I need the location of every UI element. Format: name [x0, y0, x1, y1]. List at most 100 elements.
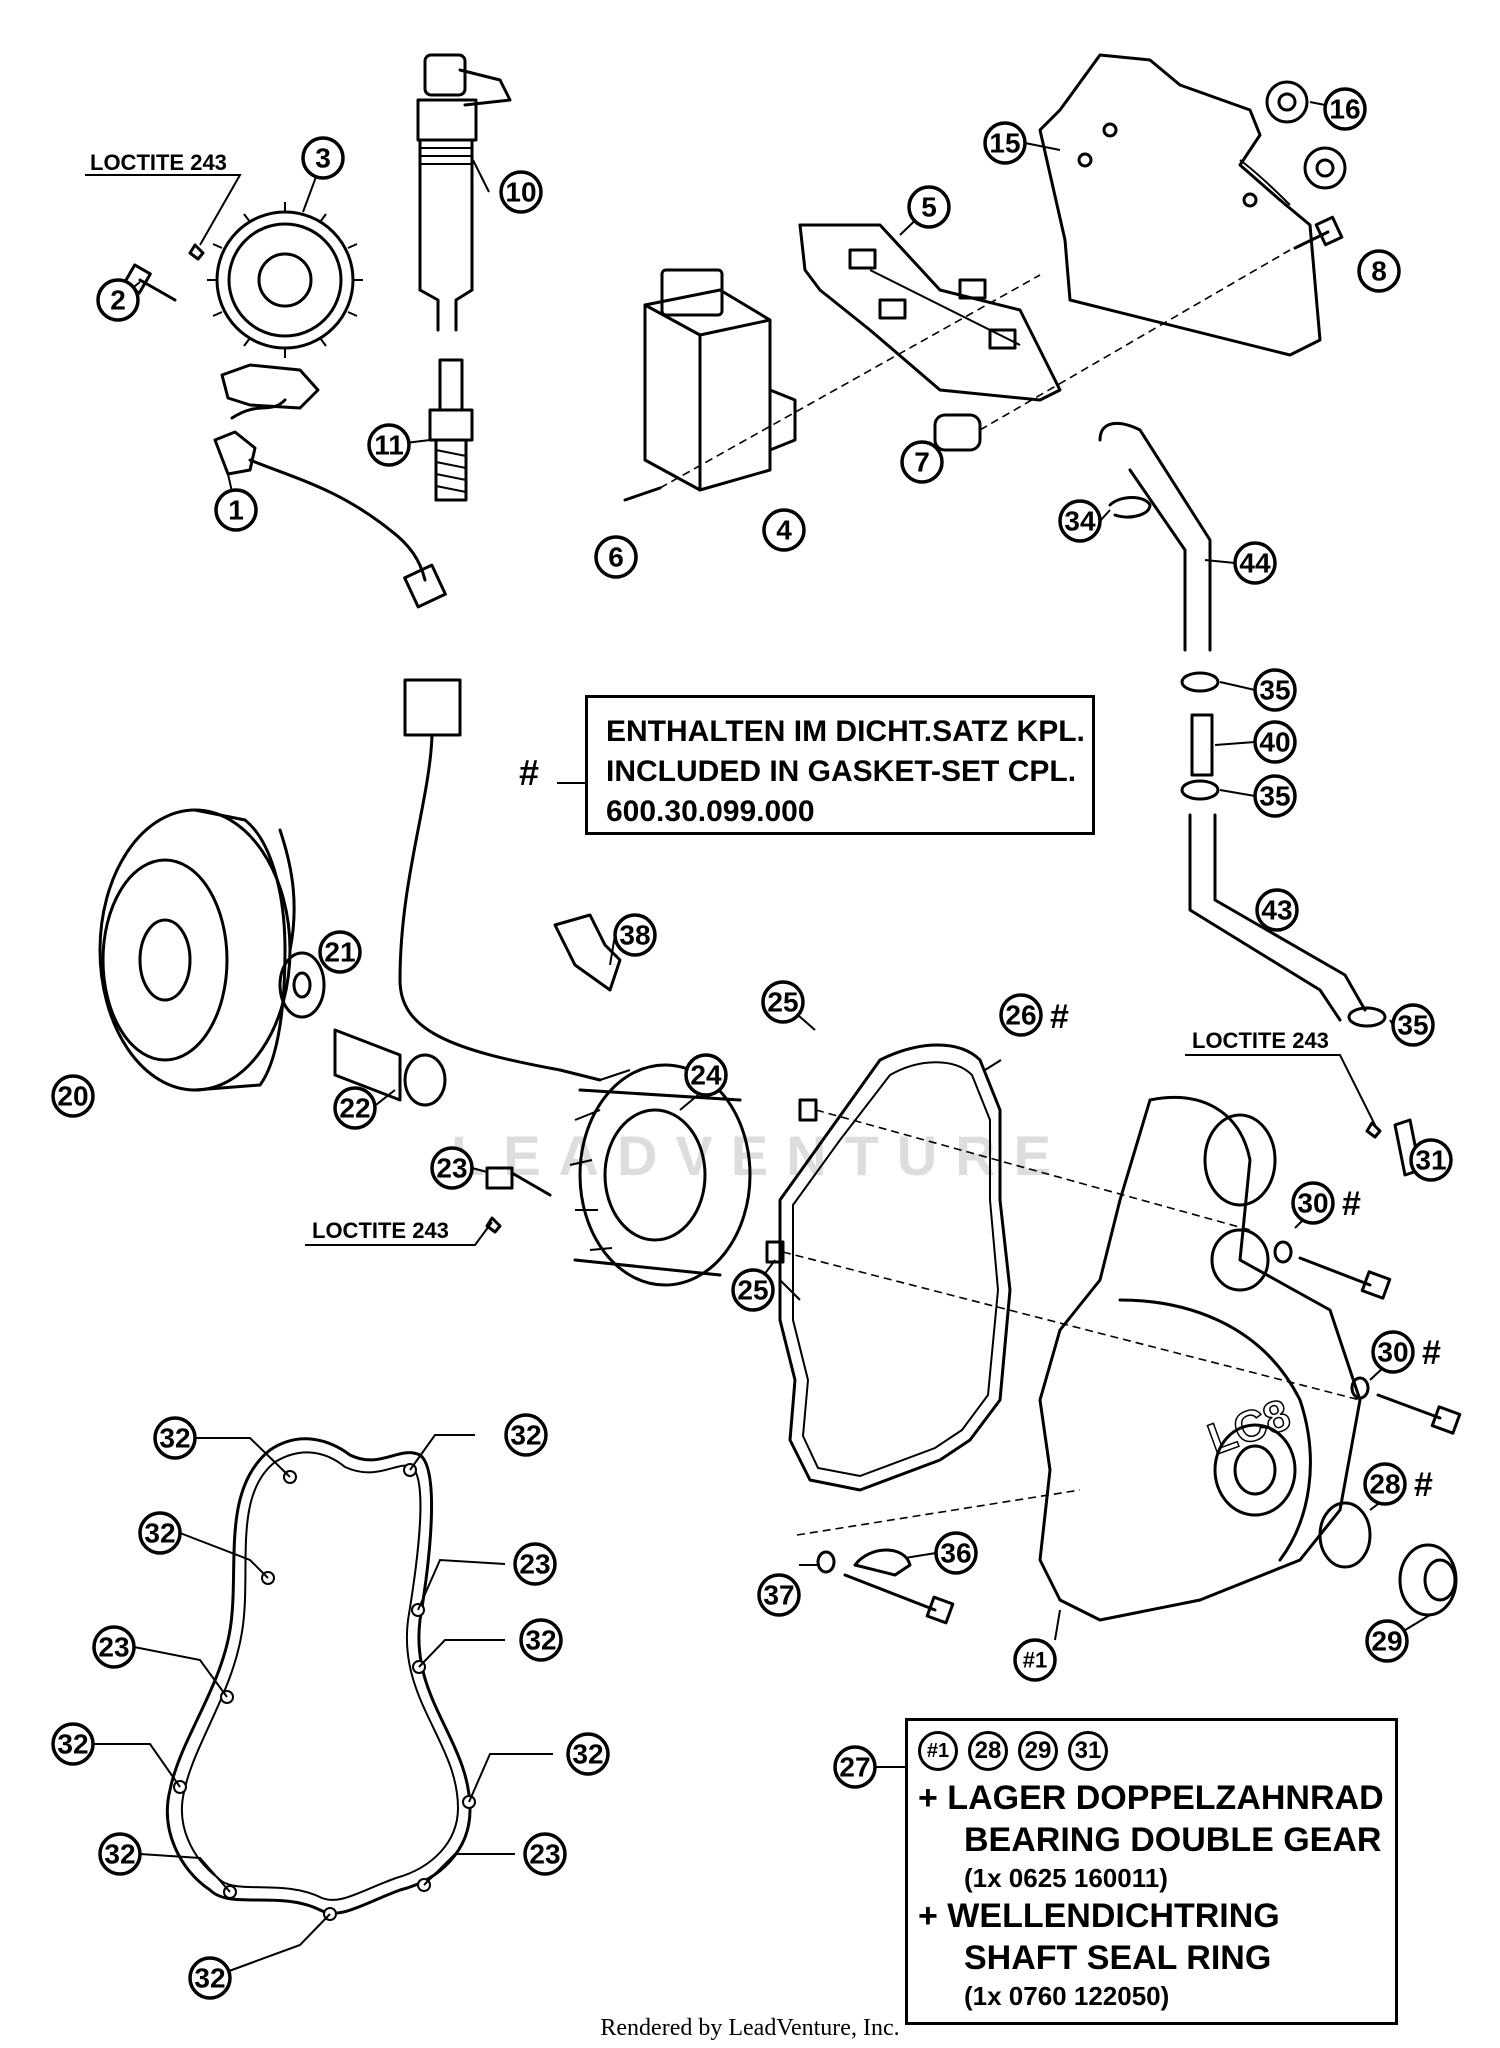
- part-6-screw: [623, 486, 662, 502]
- note-hash-marker: #: [519, 752, 540, 793]
- part-8-screw: [1293, 215, 1344, 250]
- part-44-hose: [1098, 421, 1212, 652]
- svg-text:30: 30: [1297, 1188, 1328, 1219]
- part-22-bolt: [333, 1028, 447, 1107]
- loctite-label: LOCTITE 243: [1192, 1028, 1329, 1053]
- kit-ref-31: 31: [1068, 1731, 1108, 1771]
- hash-marker: #: [1342, 1185, 1361, 1223]
- part-29-plug: [1398, 1543, 1458, 1617]
- callout-32: 32: [153, 1416, 197, 1460]
- svg-text:32: 32: [104, 1839, 135, 1870]
- svg-text:37: 37: [763, 1580, 794, 1611]
- hash-marker: #: [1414, 1466, 1433, 1504]
- assembly-line: [979, 249, 1291, 431]
- part-4-cdi-unit: [643, 268, 797, 492]
- callout-35: 35: [1253, 774, 1297, 818]
- svg-text:23: 23: [98, 1632, 129, 1663]
- callout-16: 16: [1323, 87, 1367, 131]
- loctite-marker: [1365, 1121, 1382, 1139]
- callout-30: 30: [1291, 1181, 1335, 1225]
- svg-text:3: 3: [315, 143, 331, 174]
- callout-32: 32: [138, 1511, 182, 1555]
- svg-text:1: 1: [228, 495, 244, 526]
- callout-32: 32: [51, 1722, 95, 1766]
- part-20-flywheel: [98, 808, 296, 1092]
- svg-text:28: 28: [1369, 1469, 1400, 1500]
- svg-text:27: 27: [839, 1752, 870, 1783]
- callout-4: 4: [762, 508, 806, 552]
- callout-44: 44: [1233, 541, 1277, 585]
- svg-text:4: 4: [776, 515, 792, 546]
- note-line-english: INCLUDED IN GASKET-SET CPL.: [606, 755, 1077, 788]
- callout-7: 7: [900, 440, 944, 484]
- kit-item1-german: + LAGER DOPPELZAHNRAD: [918, 1779, 1384, 1817]
- callout-32: 32: [566, 1732, 610, 1776]
- svg-text:24: 24: [690, 1060, 722, 1091]
- kit-ref-28: 28: [968, 1731, 1008, 1771]
- callout-30: 30: [1371, 1330, 1415, 1374]
- callout-32: 32: [519, 1618, 563, 1662]
- hash-marker: #: [1422, 1334, 1441, 1372]
- part-38-clip: [553, 913, 622, 992]
- assembly-line: [815, 1109, 1251, 1231]
- callout-29: 29: [1365, 1619, 1409, 1663]
- part-36-clip: [853, 1548, 912, 1577]
- gasket-set-note: ENTHALTEN IM DICHT.SATZ KPL. INCLUDED IN…: [585, 695, 1095, 835]
- part-34-clip: [1108, 496, 1152, 519]
- part-26-gasket: [778, 1043, 1012, 1492]
- svg-text:21: 21: [324, 937, 355, 968]
- callout-20: 20: [51, 1074, 95, 1118]
- part-23-bolt: [485, 1166, 552, 1197]
- callout-6: 6: [594, 535, 638, 579]
- kit-item1-english: BEARING DOUBLE GEAR: [964, 1821, 1382, 1859]
- svg-text:23: 23: [529, 1839, 560, 1870]
- part-1-pickup-sensor: [213, 398, 447, 609]
- callout-38: 38: [613, 913, 657, 957]
- svg-text:10: 10: [505, 177, 536, 208]
- kit-ref-29: 29: [1018, 1731, 1058, 1771]
- callout-28: 28: [1363, 1462, 1407, 1506]
- part-7-grommet: [933, 413, 982, 452]
- svg-text:44: 44: [1239, 548, 1271, 579]
- assembly-line: [796, 1489, 1081, 1536]
- part-28-o-ring: [1318, 1501, 1372, 1569]
- kit-ref-hash-1: #1: [918, 1731, 958, 1771]
- callout-40: 40: [1253, 720, 1297, 764]
- kit-item1-code: (1x 0625 160011): [964, 1863, 1168, 1893]
- svg-text:32: 32: [194, 1963, 225, 1994]
- svg-text:32: 32: [572, 1739, 603, 1770]
- callout-35: 35: [1253, 668, 1297, 712]
- note-part-number: 600.30.099.000: [606, 795, 815, 828]
- watermark-text: LEADVENTURE: [451, 1124, 1069, 1187]
- part-sensor-bracket: [220, 363, 320, 410]
- svg-text:25: 25: [737, 1275, 768, 1306]
- part-15-cover-plate: [1038, 53, 1322, 357]
- callout-25: 25: [731, 1268, 775, 1312]
- callout-23: 23: [523, 1832, 567, 1876]
- note-line-german: ENTHALTEN IM DICHT.SATZ KPL.: [606, 715, 1085, 748]
- callout-37: 37: [757, 1573, 801, 1617]
- svg-text:16: 16: [1329, 94, 1360, 125]
- callout-8: 8: [1357, 249, 1401, 293]
- svg-text:2: 2: [110, 285, 126, 316]
- svg-text:30: 30: [1377, 1337, 1408, 1368]
- svg-text:31: 31: [1415, 1145, 1446, 1176]
- svg-text:23: 23: [436, 1153, 467, 1184]
- svg-text:34: 34: [1064, 506, 1096, 537]
- kit-refs: #1 28 29 31: [918, 1731, 1395, 1771]
- svg-text:7: 7: [914, 447, 930, 478]
- svg-text:32: 32: [57, 1729, 88, 1760]
- callout-23: 23: [430, 1146, 474, 1190]
- kit-contents-box: #1 28 29 31 + LAGER DOPPELZAHNRAD BEARIN…: [905, 1718, 1398, 2025]
- callout-32: 32: [98, 1832, 142, 1876]
- svg-text:35: 35: [1259, 675, 1290, 706]
- assembly-line: [782, 1251, 1361, 1401]
- loctite-label: LOCTITE 243: [312, 1218, 449, 1243]
- svg-text:23: 23: [519, 1549, 550, 1580]
- callout-23: 23: [92, 1625, 136, 1669]
- svg-text:32: 32: [144, 1518, 175, 1549]
- svg-text:40: 40: [1259, 727, 1290, 758]
- callout-11: 11: [367, 423, 411, 467]
- callout-32: 32: [504, 1413, 548, 1457]
